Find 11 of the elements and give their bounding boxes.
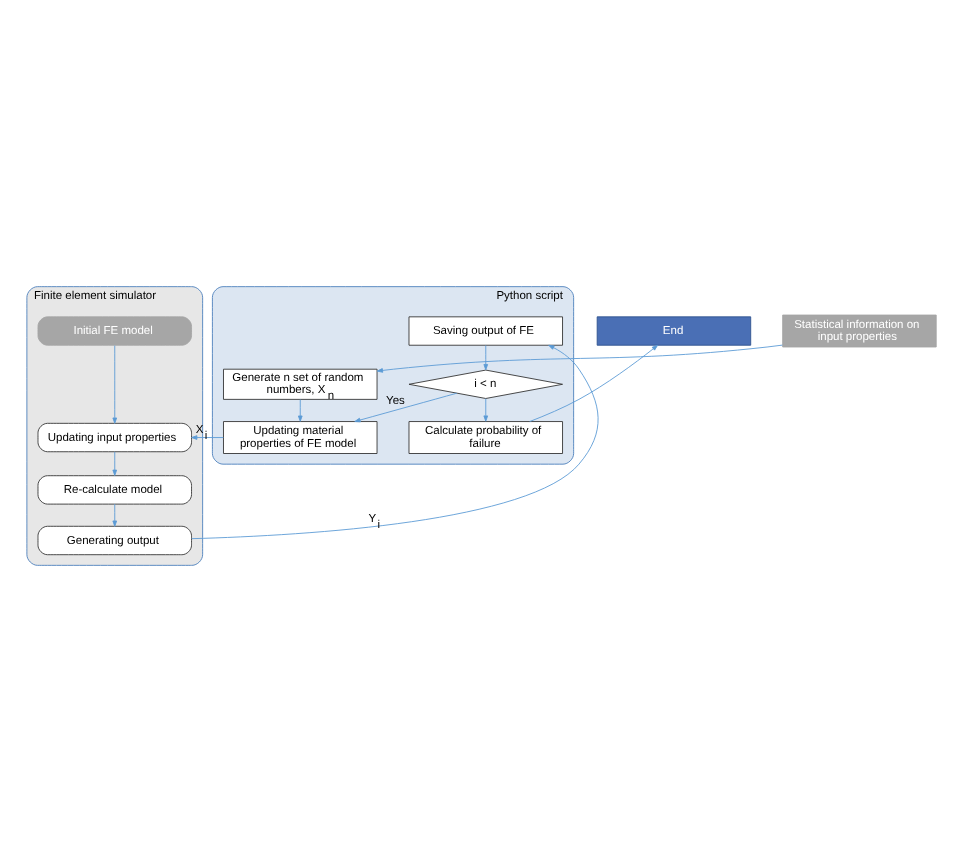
arrow: [529, 343, 658, 421]
arrow: [112, 502, 118, 526]
arrow: [483, 397, 489, 421]
arrow: [112, 450, 118, 475]
arrow: [112, 344, 118, 423]
arrow: [191, 434, 224, 439]
arrow: [191, 343, 599, 539]
arrow: [483, 344, 489, 370]
arrow: [354, 391, 458, 422]
arrow: [297, 398, 303, 421]
arrow: [376, 343, 783, 372]
